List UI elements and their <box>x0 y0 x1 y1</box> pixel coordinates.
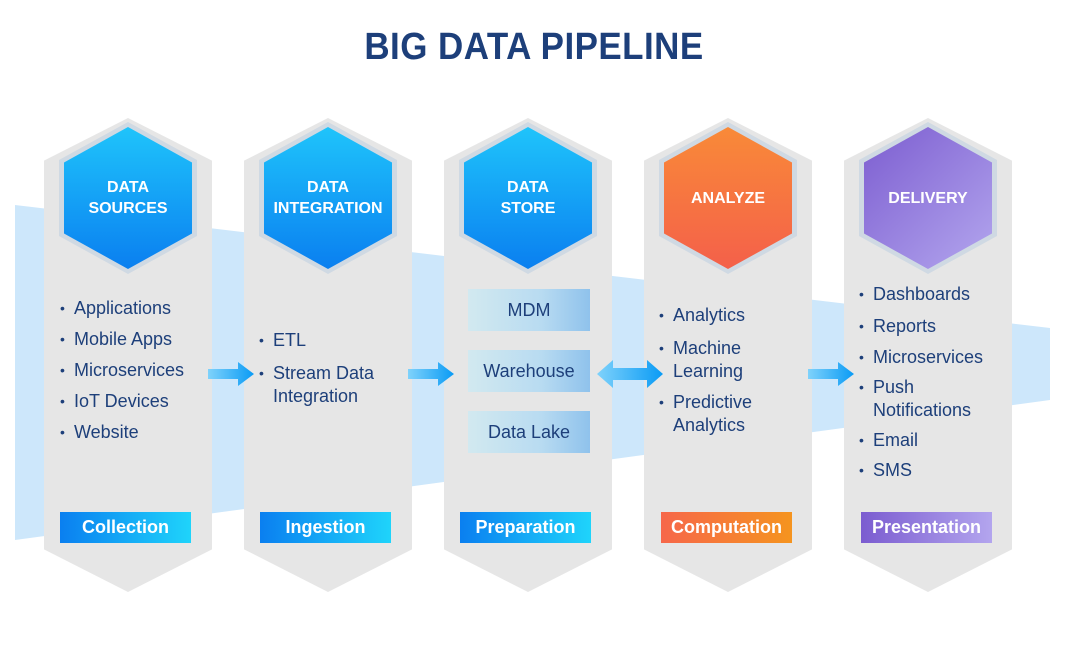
list-item: Predictive Analytics <box>659 391 752 437</box>
list-item: IoT Devices <box>60 390 184 413</box>
list-item: Push Notifications <box>859 376 983 422</box>
arrow-right-icon <box>208 362 254 386</box>
list-item: Machine Learning <box>659 337 752 383</box>
store-mdm: MDM <box>468 289 590 331</box>
list-item: Website <box>60 421 184 444</box>
list-item: Reports <box>859 315 983 338</box>
sources-list: Applications Mobile Apps Microservices I… <box>60 297 184 444</box>
stage-label-ingestion: Ingestion <box>260 512 391 543</box>
stage-label-computation: Computation <box>661 512 792 543</box>
stage-label-presentation: Presentation <box>861 512 992 543</box>
list-item: Stream Data Integration <box>259 362 374 408</box>
store-warehouse: Warehouse <box>468 350 590 392</box>
list-item: SMS <box>859 459 983 482</box>
list-item: Mobile Apps <box>60 328 184 351</box>
stage-label-preparation: Preparation <box>460 512 591 543</box>
list-item: Applications <box>60 297 184 320</box>
analyze-list: Analytics Machine Learning Predictive An… <box>659 304 752 437</box>
store-data-lake: Data Lake <box>468 411 590 453</box>
arrow-right-icon <box>808 362 854 386</box>
stage-heading: DELIVERY <box>888 189 968 207</box>
list-item: Microservices <box>60 359 184 382</box>
arrow-bidirectional-icon <box>597 360 663 388</box>
stage-heading: ANALYZE <box>690 189 766 207</box>
integration-list: ETL Stream Data Integration <box>259 329 374 408</box>
stage-heading: DATA INTEGRATION <box>273 179 383 217</box>
stage-label-collection: Collection <box>60 512 191 543</box>
arrow-right-icon <box>408 362 454 386</box>
list-item: Dashboards <box>859 283 983 306</box>
list-item: Email <box>859 429 983 452</box>
stage-heading: DATA STORE <box>500 179 556 217</box>
list-item: ETL <box>259 329 374 352</box>
delivery-list: Dashboards Reports Microservices Push No… <box>859 283 983 482</box>
list-item: Analytics <box>659 304 752 327</box>
page-title: BIG DATA PIPELINE <box>364 26 704 68</box>
list-item: Microservices <box>859 346 983 369</box>
stage-heading: DATA SOURCES <box>88 179 168 217</box>
